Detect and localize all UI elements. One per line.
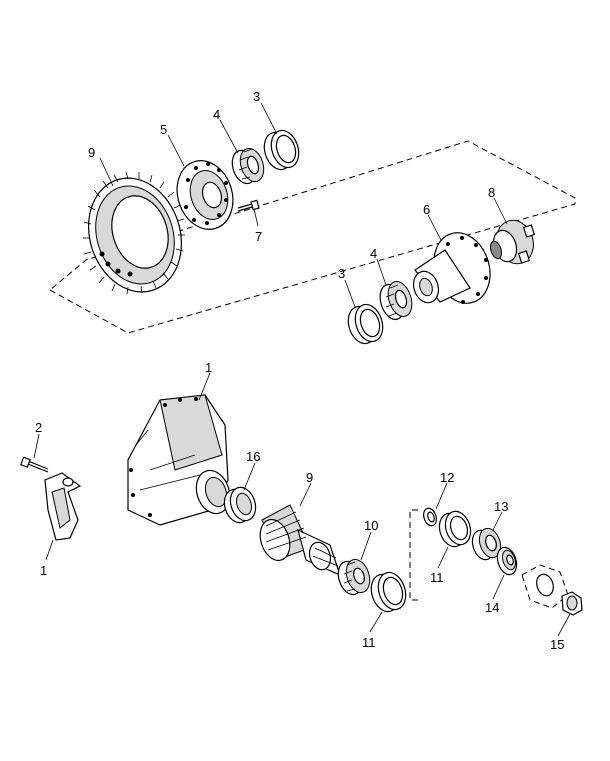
bracket-bolt bbox=[20, 456, 49, 473]
pinion-bearing-cone bbox=[337, 558, 371, 596]
outer-bearing-cone bbox=[471, 527, 502, 561]
callout-13: 13 bbox=[494, 499, 508, 514]
callout-8: 8 bbox=[488, 185, 495, 200]
bearing-cup-upper bbox=[263, 129, 300, 171]
callout-9-ring-gear: 9 bbox=[88, 145, 95, 160]
bearing-cup-right-group bbox=[438, 510, 472, 548]
mounting-bracket bbox=[44, 472, 82, 541]
callout-5: 5 bbox=[160, 122, 167, 137]
callout-9-pinion: 9 bbox=[306, 470, 313, 485]
pinion-bearing-cup bbox=[223, 486, 257, 524]
ring-gear bbox=[83, 171, 185, 295]
differential-case-half bbox=[176, 160, 234, 230]
upper-assembly-outline bbox=[49, 140, 576, 334]
group-bracket bbox=[409, 509, 418, 601]
callout-16: 16 bbox=[246, 449, 260, 464]
bearing-cup-right bbox=[347, 303, 384, 345]
callout-11-right: 11 bbox=[430, 570, 444, 585]
callout-11-lower: 11 bbox=[362, 635, 376, 650]
bearing-cone-right bbox=[379, 281, 413, 321]
callout-1-bracket: 1 bbox=[40, 563, 47, 578]
callout-labels: 9 5 4 3 7 6 8 3 4 1 2 1 16 9 10 11 12 11… bbox=[35, 89, 564, 652]
callout-6: 6 bbox=[423, 202, 430, 217]
callout-15: 15 bbox=[550, 637, 564, 652]
leader-lines bbox=[33, 102, 571, 637]
callout-12: 12 bbox=[440, 470, 454, 485]
callout-1-housing: 1 bbox=[205, 360, 212, 375]
callout-3-right: 3 bbox=[338, 266, 345, 281]
yoke-flange bbox=[521, 564, 569, 609]
callout-4-upper: 4 bbox=[213, 107, 220, 122]
callout-7: 7 bbox=[255, 229, 262, 244]
callout-4-right: 4 bbox=[370, 246, 377, 261]
pinion-seal bbox=[496, 546, 518, 576]
differential-case bbox=[412, 232, 491, 304]
differential-spider-assembly bbox=[489, 219, 536, 265]
pinion-nut bbox=[561, 591, 583, 616]
callout-14: 14 bbox=[485, 600, 499, 615]
callout-3-upper: 3 bbox=[253, 89, 260, 104]
carrier-housing bbox=[127, 394, 231, 526]
snap-ring bbox=[423, 507, 437, 527]
bearing-cone-upper bbox=[231, 147, 265, 185]
callout-10: 10 bbox=[364, 518, 378, 533]
case-bolt bbox=[237, 199, 260, 212]
callout-2: 2 bbox=[35, 420, 42, 435]
drive-pinion bbox=[259, 504, 341, 577]
bearing-cup-lower bbox=[370, 571, 407, 613]
